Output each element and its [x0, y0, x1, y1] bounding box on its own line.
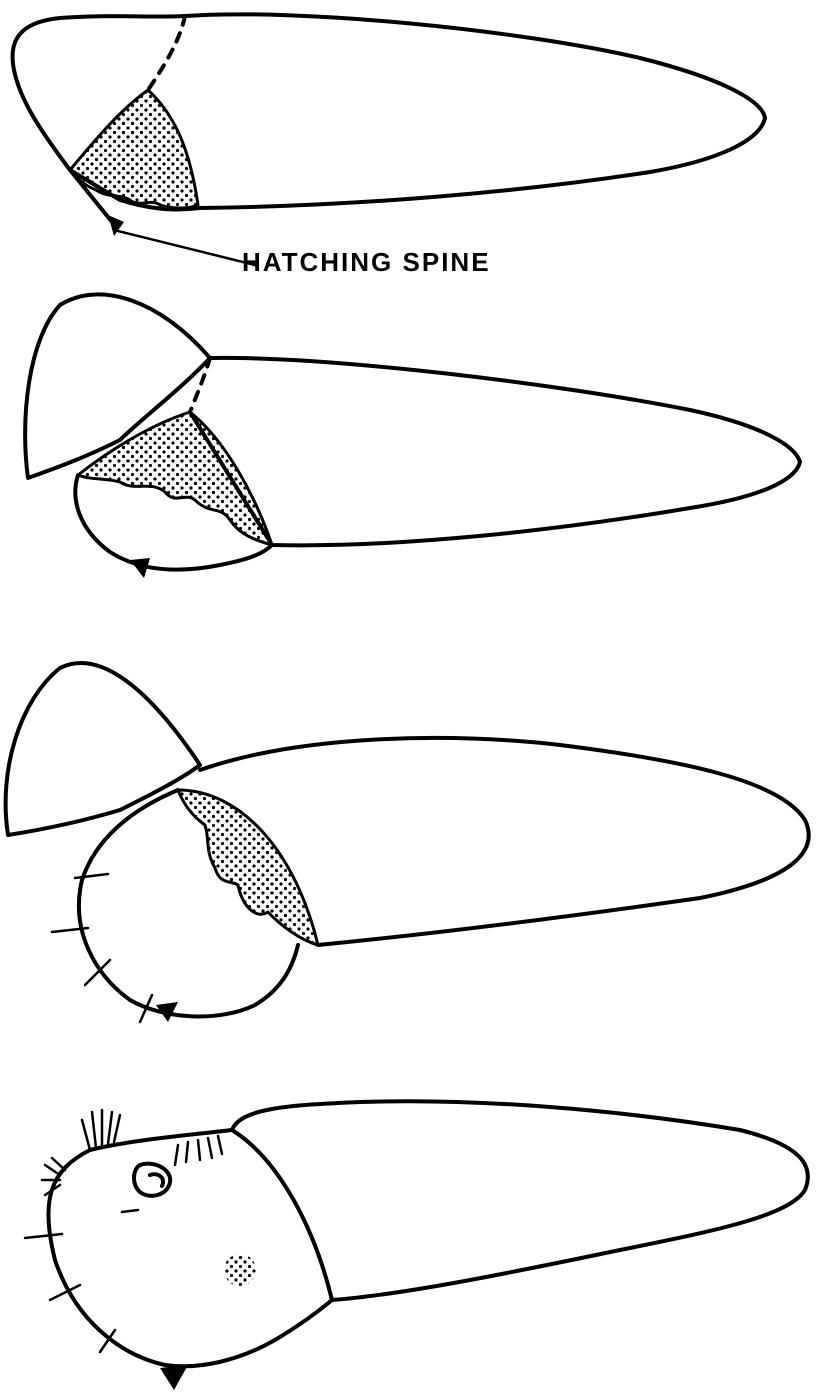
egg-stage-4 [25, 1101, 808, 1390]
egg-3-head-bristle-1 [75, 874, 108, 878]
hatching-spine-2 [130, 558, 150, 578]
egg-stage-1 [13, 14, 765, 265]
egg-stage-2 [25, 294, 800, 578]
egg-3-opening-membrane [178, 790, 318, 945]
egg-3-cap [6, 663, 200, 835]
egg-4-shell-outline [232, 1101, 808, 1300]
egg-1-cap-seam [148, 16, 185, 90]
egg-stage-3 [6, 663, 809, 1022]
egg-4-head-hairs [175, 1136, 222, 1165]
egg-4-eye-mark [122, 1210, 138, 1212]
egg-1-opening-membrane [70, 90, 198, 208]
hatching-spine-label: HATCHING SPINE [242, 247, 491, 278]
egg-2-opening-membrane [78, 412, 272, 545]
hatching-spine-4 [160, 1365, 188, 1390]
egg-4-head-bristle-1 [25, 1234, 62, 1238]
egg-2-shell-outline [190, 358, 800, 545]
egg-4-larva-head [48, 1130, 332, 1366]
egg-4-mouthparts [134, 1164, 170, 1196]
hatching-spine-leader-line [118, 231, 255, 265]
egg-4-stippled-spot [224, 1254, 256, 1286]
